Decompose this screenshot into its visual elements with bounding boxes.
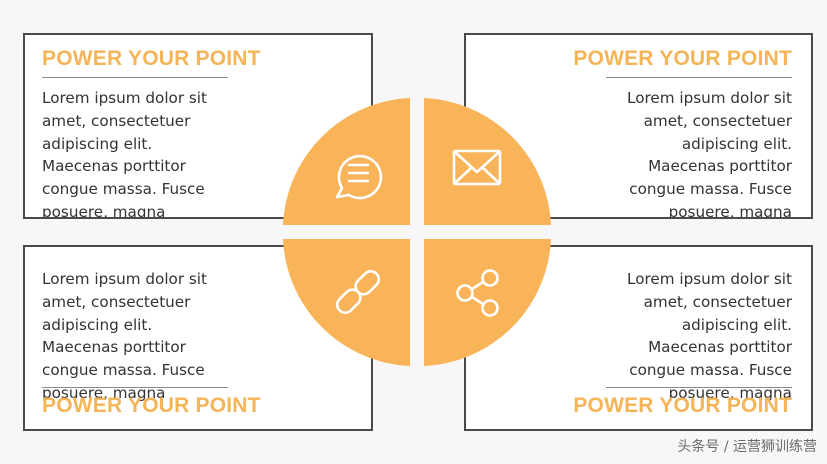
watermark-text: 头条号 / 运营狮训练营 — [677, 439, 817, 455]
divider — [42, 77, 228, 78]
envelope-icon — [452, 149, 502, 186]
divider — [42, 387, 228, 388]
card-body: Lorem ipsum dolor sit amet, consectetuer… — [627, 270, 792, 402]
card-body: Lorem ipsum dolor sit amet, consectetuer… — [42, 270, 207, 402]
share-icon — [456, 269, 499, 317]
link-icon — [335, 269, 381, 315]
card-heading: POWER YOUR POINT — [42, 394, 261, 417]
card-body: Lorem ipsum dolor sit amet, consectetuer… — [42, 89, 207, 219]
card-heading: POWER YOUR POINT — [573, 47, 792, 70]
card-top-right: POWER YOUR POINT Lorem ipsum dolor sit a… — [464, 33, 813, 219]
card-heading: POWER YOUR POINT — [42, 47, 261, 70]
quadrant-circle — [283, 98, 551, 366]
quadrant-bottom-right — [424, 239, 551, 366]
card-top-left: POWER YOUR POINT Lorem ipsum dolor sit a… — [23, 33, 373, 219]
divider — [606, 77, 792, 78]
quadrant-bottom-left — [283, 239, 410, 366]
card-body: Lorem ipsum dolor sit amet, consectetuer… — [627, 89, 792, 219]
card-heading: POWER YOUR POINT — [573, 394, 792, 417]
chat-bubble-icon — [335, 154, 383, 200]
divider — [606, 387, 792, 388]
